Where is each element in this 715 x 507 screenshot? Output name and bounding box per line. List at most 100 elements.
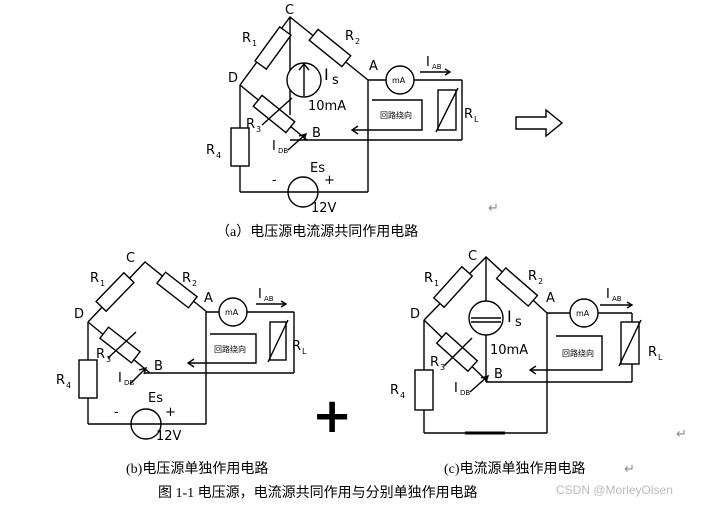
label-iab: I bbox=[258, 287, 262, 302]
label-iab: I bbox=[606, 287, 610, 302]
label-loop: 回路绕向 bbox=[562, 348, 594, 358]
label-idb: I bbox=[118, 371, 122, 386]
node-c: C bbox=[126, 251, 135, 266]
label-iab-sub: AB bbox=[432, 63, 442, 71]
ammeter-label: mA bbox=[576, 309, 590, 318]
node-a: A bbox=[369, 59, 378, 74]
label-loop: 回路绕向 bbox=[214, 344, 246, 354]
resistor-r1 bbox=[432, 265, 474, 309]
ammeter bbox=[569, 298, 599, 328]
label-rl: R bbox=[464, 107, 473, 122]
resistor-r1 bbox=[95, 271, 135, 313]
caption-c: (c)电流源单独作用电路 bbox=[444, 461, 586, 477]
label-r1-sub: 1 bbox=[434, 279, 439, 288]
node-b: B bbox=[494, 367, 503, 382]
label-r4: R bbox=[56, 373, 65, 388]
label-r2-sub: 2 bbox=[538, 277, 543, 286]
label-es: Es bbox=[148, 391, 163, 406]
label-rl: R bbox=[292, 339, 301, 354]
label-idb-sub: DB bbox=[460, 389, 470, 397]
label-rl-sub: L bbox=[302, 347, 307, 356]
node-b: B bbox=[154, 359, 163, 374]
node-d: D bbox=[74, 307, 84, 322]
label-r1: R bbox=[242, 31, 251, 46]
label-r3: R bbox=[246, 117, 255, 132]
label-r4: R bbox=[390, 383, 399, 398]
label-is: I bbox=[324, 65, 329, 84]
label-plus: + bbox=[324, 173, 335, 188]
loop-arrow bbox=[188, 333, 257, 364]
label-es: Es bbox=[310, 161, 325, 176]
label-r2: R bbox=[345, 29, 354, 44]
label-iab-sub: AB bbox=[264, 295, 274, 303]
resistor-r2 bbox=[155, 271, 199, 309]
label-r4-sub: 4 bbox=[66, 381, 71, 390]
loop-arrow bbox=[530, 335, 603, 371]
label-idb-sub: DB bbox=[124, 379, 134, 387]
resistor-r1 bbox=[254, 25, 292, 71]
label-iab: I bbox=[426, 55, 430, 70]
label-r1-sub: 1 bbox=[252, 39, 257, 48]
transition-arrow-icon bbox=[515, 108, 564, 138]
resistor-r2 bbox=[308, 28, 352, 68]
label-plus: + bbox=[165, 405, 176, 420]
label-is-sub: s bbox=[332, 73, 339, 88]
label-r2-sub: 2 bbox=[192, 279, 197, 288]
figure-caption: 图 1-1 电压源，电流源共同作用与分别单独作用电路 bbox=[158, 485, 478, 501]
label-r2: R bbox=[528, 269, 537, 284]
label-minus: - bbox=[272, 173, 277, 188]
node-a: A bbox=[204, 291, 213, 306]
node-c: C bbox=[468, 249, 477, 264]
return-mark: ↵ bbox=[488, 201, 499, 216]
circuit-c: C D A B R 1 R 2 R 3 R 4 R L I s 10mA mA … bbox=[390, 249, 687, 442]
watermark: CSDN @MorleyOlsen bbox=[556, 483, 673, 497]
label-is-sub: s bbox=[515, 315, 522, 330]
plus-sign: + bbox=[312, 388, 352, 444]
label-r4: R bbox=[206, 143, 215, 158]
label-r3: R bbox=[96, 347, 105, 362]
label-es-value: 12V bbox=[156, 429, 182, 444]
loop-arrow bbox=[352, 99, 423, 131]
label-r2-sub: 2 bbox=[355, 37, 360, 46]
label-r4-sub: 4 bbox=[400, 391, 405, 400]
label-minus: - bbox=[114, 405, 119, 420]
circuit-a: C D A B R 1 R 2 R 3 R 4 R L I s 10mA mA … bbox=[206, 3, 499, 216]
label-r3-sub: 3 bbox=[106, 355, 111, 364]
node-c: C bbox=[285, 3, 294, 18]
resistor-r2 bbox=[495, 266, 539, 308]
label-rl-sub: L bbox=[474, 115, 479, 124]
ammeter bbox=[385, 65, 415, 95]
resistor-r4 bbox=[414, 369, 434, 411]
label-r1: R bbox=[90, 271, 99, 286]
resistor-r4 bbox=[78, 359, 98, 399]
resistor-r4 bbox=[230, 127, 250, 167]
node-b: B bbox=[312, 126, 321, 141]
label-is: I bbox=[507, 307, 512, 326]
label-rl-sub: L bbox=[658, 353, 663, 362]
caption-a: （a）电压源电流源共同作用电路 bbox=[216, 224, 418, 240]
label-iab-sub: AB bbox=[612, 295, 622, 303]
label-rl: R bbox=[648, 345, 657, 360]
label-r1-sub: 1 bbox=[100, 279, 105, 288]
return-mark: ↵ bbox=[676, 427, 687, 442]
return-mark: ↵ bbox=[624, 462, 635, 477]
label-idb: I bbox=[454, 381, 458, 396]
ammeter-label: mA bbox=[225, 308, 239, 317]
caption-b: (b)电压源单独作用电路 bbox=[126, 461, 268, 477]
ammeter bbox=[218, 297, 248, 327]
label-r3: R bbox=[430, 355, 439, 370]
label-r3-sub: 3 bbox=[440, 363, 445, 372]
ammeter-label: mA bbox=[392, 76, 406, 85]
label-is-value: 10mA bbox=[490, 343, 528, 358]
label-r1: R bbox=[424, 271, 433, 286]
label-idb: I bbox=[272, 139, 276, 154]
node-a: A bbox=[546, 291, 555, 306]
label-es-value: 12V bbox=[311, 201, 337, 216]
label-r2: R bbox=[182, 271, 191, 286]
label-idb-sub: DB bbox=[278, 147, 288, 155]
label-r3-sub: 3 bbox=[256, 125, 261, 134]
label-r4-sub: 4 bbox=[216, 151, 221, 160]
node-d: D bbox=[228, 71, 238, 86]
node-d: D bbox=[410, 307, 420, 322]
